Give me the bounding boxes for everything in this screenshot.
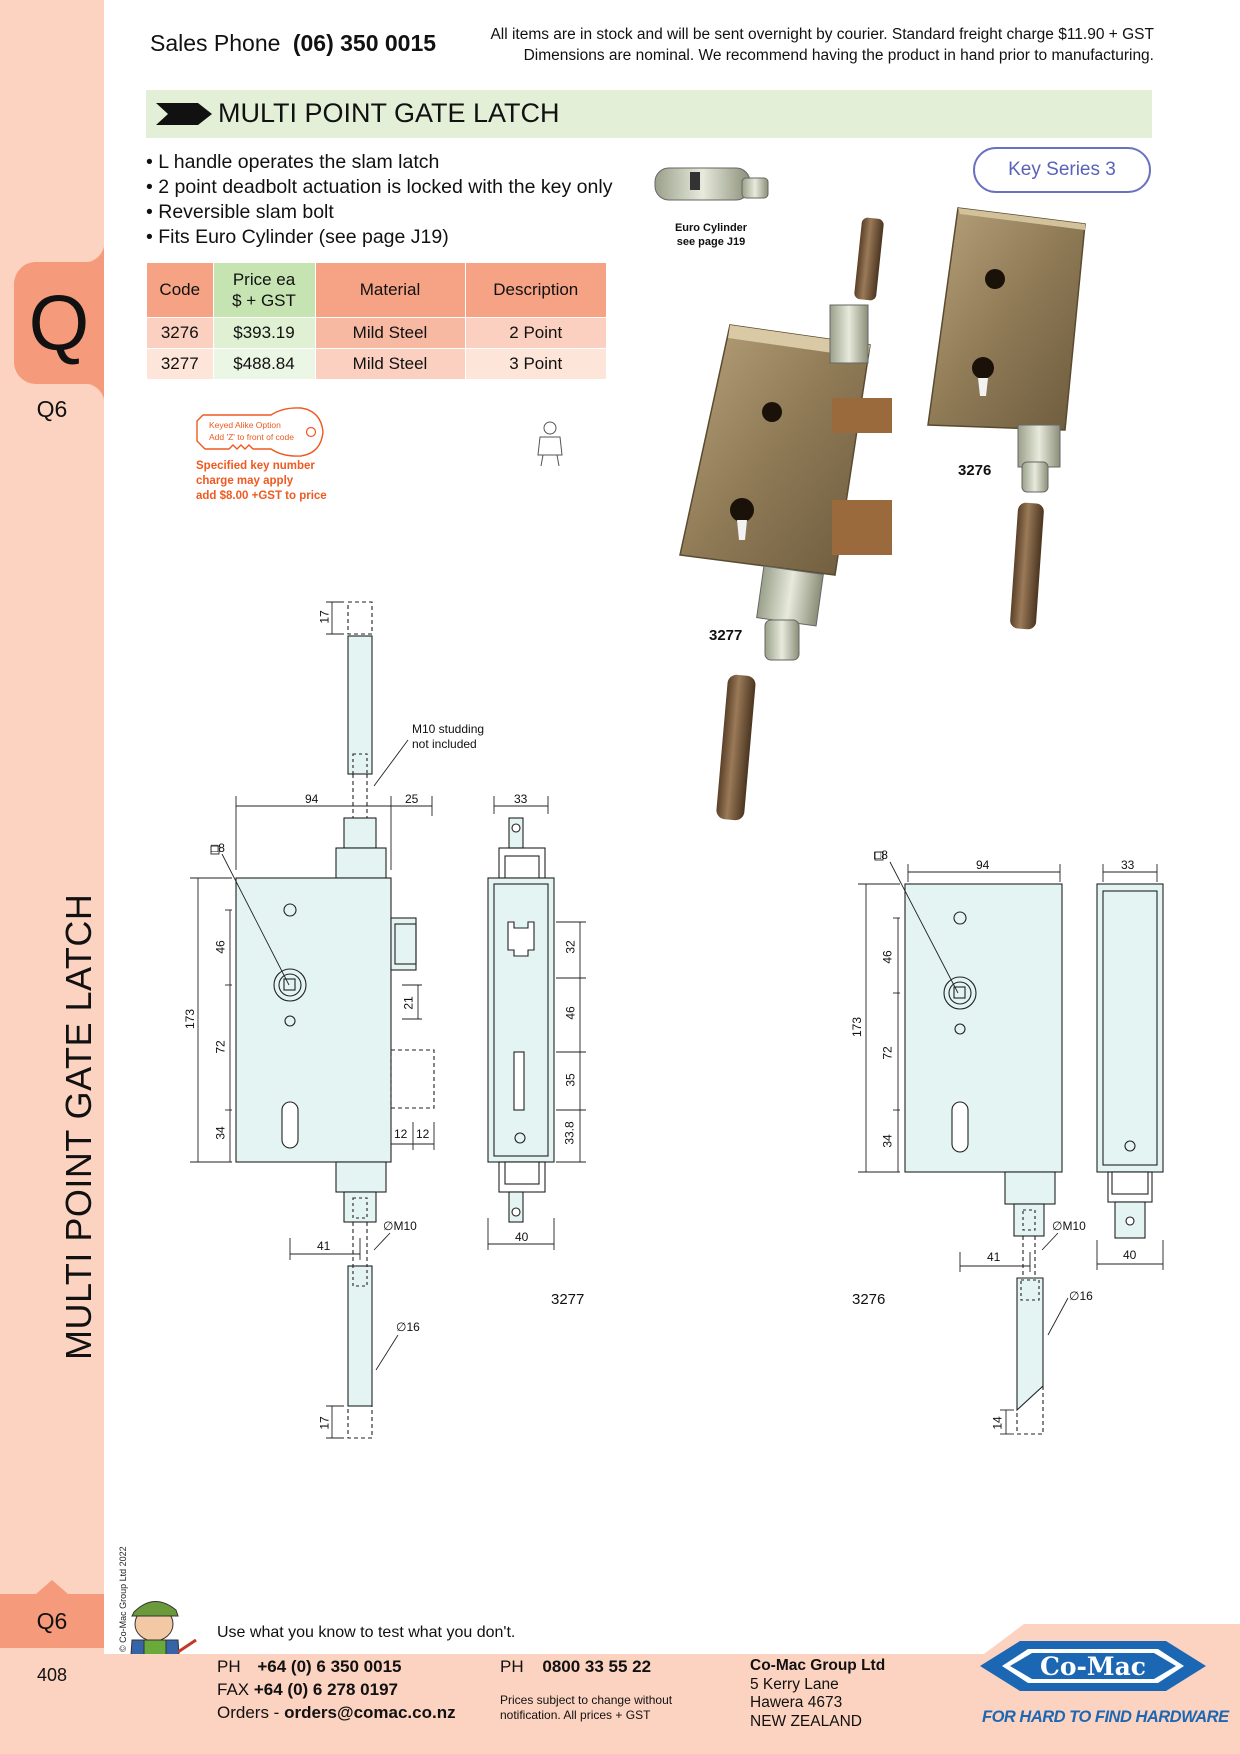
table-row[interactable]: 3277 $488.84 Mild Steel 3 Point bbox=[147, 347, 607, 379]
key-outline-icon bbox=[196, 407, 324, 457]
cell-description: 2 Point bbox=[465, 316, 607, 348]
notice-line-1: All items are in stock and will be sent … bbox=[490, 26, 1154, 43]
orders-label: Orders - bbox=[217, 1703, 280, 1722]
sales-label: Sales Phone bbox=[150, 30, 281, 56]
table-header-row: Code Price ea $ + GST Material Descripti… bbox=[147, 263, 607, 317]
cell-price: $393.19 bbox=[213, 316, 316, 348]
fax-label: FAX bbox=[217, 1680, 250, 1699]
euro-cylinder-image bbox=[654, 167, 769, 201]
key-note-line: charge may apply bbox=[196, 475, 294, 487]
keyed-alike-line2: Add 'Z' to front of code bbox=[209, 432, 294, 442]
dimensions-3276 bbox=[858, 851, 1164, 1435]
address-line: 5 Kerry Lane bbox=[750, 1675, 839, 1693]
dimensions-3277 bbox=[190, 601, 586, 1439]
freephone-label: PH bbox=[500, 1657, 524, 1676]
section-letter: Q bbox=[28, 279, 90, 367]
key-charge-note: Specified key number charge may apply ad… bbox=[196, 459, 327, 504]
header-description: Description bbox=[465, 263, 607, 317]
disclaimer-line: Prices subject to change without bbox=[500, 1693, 673, 1707]
table-row[interactable]: 3276 $393.19 Mild Steel 2 Point bbox=[147, 316, 607, 348]
footer-fax: FAX +64 (0) 6 278 0197 bbox=[217, 1680, 398, 1700]
address-line: NEW ZEALAND bbox=[750, 1712, 862, 1730]
photo-3277-label: 3277 bbox=[709, 627, 743, 644]
euro-cylinder-caption: Euro Cylinder see page J19 bbox=[668, 221, 754, 249]
shipping-notice: All items are in stock and will be sent … bbox=[434, 24, 1154, 66]
key-note-line: Specified key number bbox=[196, 460, 315, 472]
orders-email[interactable]: orders@comac.co.nz bbox=[284, 1703, 456, 1722]
cell-material: Mild Steel bbox=[315, 347, 466, 379]
company-address: Co-Mac Group Ltd 5 Kerry Lane Hawera 467… bbox=[750, 1657, 885, 1731]
header-code: Code bbox=[147, 263, 214, 317]
euro-caption-line1: Euro Cylinder bbox=[674, 222, 748, 234]
footer-freephone: PH 0800 33 55 22 bbox=[500, 1657, 651, 1677]
price-disclaimer: Prices subject to change without notific… bbox=[500, 1693, 700, 1723]
mascot-small-icon bbox=[537, 421, 563, 467]
drawing-3277 bbox=[235, 601, 555, 1439]
feature-item: • L handle operates the slam latch bbox=[146, 151, 440, 173]
latch-3277-photo bbox=[679, 304, 892, 821]
notice-line-2: Dimensions are nominal. We recommend hav… bbox=[523, 47, 1154, 64]
latch-3276-photo bbox=[854, 207, 1086, 630]
comac-logo[interactable]: Co-Mac bbox=[980, 1638, 1206, 1694]
footer-orders: Orders - orders@comac.co.nz bbox=[217, 1703, 456, 1723]
header-price: Price ea $ + GST bbox=[213, 263, 316, 317]
phone-value[interactable]: +64 (0) 6 350 0015 bbox=[257, 1657, 402, 1676]
feature-item: • Fits Euro Cylinder (see page J19) bbox=[146, 226, 449, 248]
drawing-3277-caption: 3277 bbox=[551, 1291, 585, 1308]
header-price-line2: $ + GST bbox=[232, 290, 296, 310]
address-line: Hawera 4673 bbox=[750, 1694, 843, 1711]
header-price-line1: Price ea bbox=[232, 269, 296, 289]
disclaimer-line: notification. All prices + GST bbox=[500, 1708, 651, 1722]
feature-list: • L handle operates the slam latch • 2 p… bbox=[146, 150, 612, 250]
footer-phone: PH +64 (0) 6 350 0015 bbox=[217, 1657, 402, 1677]
logo-tagline: FOR HARD TO FIND HARDWARE bbox=[982, 1708, 1229, 1726]
fax-value[interactable]: +64 (0) 6 278 0197 bbox=[253, 1680, 399, 1699]
freephone-value[interactable]: 0800 33 55 22 bbox=[542, 1657, 652, 1676]
key-series-badge[interactable]: Key Series 3 bbox=[973, 147, 1151, 193]
cell-description: 3 Point bbox=[465, 347, 607, 379]
footer-motto: Use what you know to test what you don't… bbox=[217, 1624, 516, 1641]
cell-code: 3277 bbox=[147, 347, 214, 379]
header-material: Material bbox=[315, 263, 466, 317]
cell-price: $488.84 bbox=[213, 347, 316, 379]
section-tab[interactable] bbox=[14, 242, 104, 404]
product-title: MULTI POINT GATE LATCH bbox=[218, 98, 560, 128]
page-code-bottom: Q6 bbox=[36, 1608, 68, 1634]
feature-item: • Reversible slam bolt bbox=[146, 201, 334, 223]
page-number: 408 bbox=[36, 1665, 68, 1685]
bottom-page-tab bbox=[0, 1580, 104, 1648]
company-name: Co-Mac Group Ltd bbox=[750, 1657, 886, 1674]
logo-text: Co-Mac bbox=[1040, 1652, 1146, 1681]
sales-phone-line: Sales Phone (06) 350 0015 bbox=[150, 30, 436, 57]
feature-item: • 2 point deadbolt actuation is locked w… bbox=[146, 176, 613, 198]
key-note-line: add $8.00 +GST to price bbox=[196, 490, 327, 502]
phone-label: PH bbox=[217, 1657, 241, 1676]
sales-phone-number[interactable]: (06) 350 0015 bbox=[292, 30, 437, 56]
page-code: Q6 bbox=[36, 396, 68, 422]
keyed-alike-line1: Keyed Alike Option bbox=[209, 420, 281, 430]
photo-3276-label: 3276 bbox=[958, 462, 992, 479]
euro-caption-line2: see page J19 bbox=[676, 236, 746, 248]
price-table: Code Price ea $ + GST Material Descripti… bbox=[147, 263, 607, 379]
cell-code: 3276 bbox=[147, 316, 214, 348]
cell-material: Mild Steel bbox=[315, 316, 466, 348]
drawing-3276-caption: 3276 bbox=[852, 1291, 886, 1308]
drawing-3276 bbox=[904, 883, 1164, 1435]
arrow-icon bbox=[156, 103, 212, 125]
product-title-banner: MULTI POINT GATE LATCH bbox=[146, 90, 1152, 138]
